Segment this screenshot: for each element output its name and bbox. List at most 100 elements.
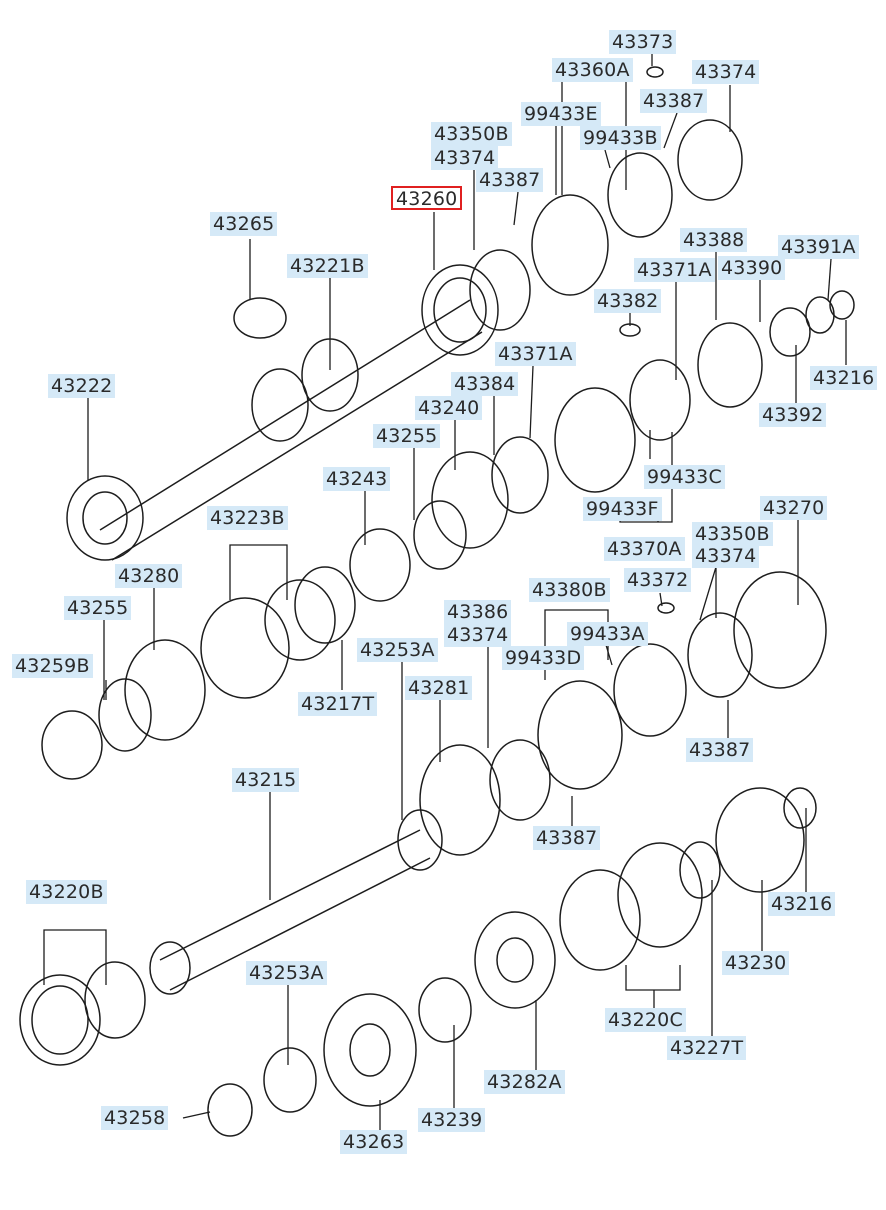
part-label-99433C[interactable]: 99433C (644, 465, 725, 489)
part-label-43387[interactable]: 43387 (686, 738, 754, 762)
part-label-43391A[interactable]: 43391A (778, 235, 859, 259)
gear-43280 (124, 639, 206, 741)
part-label-43220C[interactable]: 43220C (605, 1008, 686, 1032)
part-label-43350B[interactable]: 43350B (431, 122, 512, 146)
part-label-43220B[interactable]: 43220B (26, 880, 107, 904)
part-label-99433A[interactable]: 99433A (567, 622, 648, 646)
gear-43270 (733, 571, 827, 689)
part-label-43372[interactable]: 43372 (624, 568, 692, 592)
part-label-43216[interactable]: 43216 (768, 892, 836, 916)
part-label-43223B[interactable]: 43223B (207, 506, 288, 530)
synchro-ring-43374 (469, 249, 531, 331)
part-label-43373[interactable]: 43373 (609, 30, 677, 54)
sleeve-43360A (531, 194, 609, 296)
snap-ring-43227T (679, 841, 721, 899)
part-label-43360A[interactable]: 43360A (552, 58, 633, 82)
part-label-43215[interactable]: 43215 (232, 768, 300, 792)
gear-43374-top (677, 119, 743, 201)
part-label-43387[interactable]: 43387 (640, 89, 708, 113)
part-label-43253A[interactable]: 43253A (246, 961, 327, 985)
hub-43350B (607, 152, 673, 238)
gear-43240 (431, 451, 509, 549)
bushing-43258 (207, 1083, 253, 1137)
bearing-43255 (413, 500, 467, 570)
nut-43216-lower (783, 787, 817, 829)
gear-43388 (697, 322, 763, 408)
key-43372 (657, 602, 675, 614)
part-label-43392[interactable]: 43392 (759, 403, 827, 427)
part-label-43227T[interactable]: 43227T (667, 1036, 747, 1060)
needle-bearing-43265 (233, 297, 287, 339)
part-label-43280[interactable]: 43280 (115, 564, 183, 588)
lower-shaft-43215 (159, 829, 431, 991)
gear-43230 (715, 787, 805, 893)
part-label-43370A[interactable]: 43370A (604, 537, 685, 561)
part-sketches (19, 66, 855, 1137)
part-label-99433B[interactable]: 99433B (580, 126, 661, 150)
race-43223B (200, 597, 290, 699)
gear-43260 (421, 264, 499, 356)
part-label-43281[interactable]: 43281 (405, 676, 473, 700)
upper-shaft (99, 299, 483, 561)
part-label-43382[interactable]: 43382 (594, 289, 662, 313)
part-label-43259B[interactable]: 43259B (12, 654, 93, 678)
part-label-43386[interactable]: 43386 (444, 600, 512, 624)
part-label-43380B[interactable]: 43380B (529, 578, 610, 602)
part-label-43350B[interactable]: 43350B (692, 522, 773, 546)
sleeve-99433D (537, 680, 623, 790)
part-label-43388[interactable]: 43388 (680, 228, 748, 252)
part-label-43374[interactable]: 43374 (431, 146, 499, 170)
part-label-43282A[interactable]: 43282A (484, 1070, 565, 1094)
race-43220C (617, 842, 703, 948)
part-label-43371A[interactable]: 43371A (495, 342, 576, 366)
nut-43216 (829, 290, 855, 320)
bearing-43222 (66, 475, 144, 561)
part-label-43387[interactable]: 43387 (476, 168, 544, 192)
hub-43380B (613, 643, 687, 737)
part-label-43374[interactable]: 43374 (444, 623, 512, 647)
part-label-43230[interactable]: 43230 (722, 951, 790, 975)
part-label-99433E[interactable]: 99433E (521, 102, 601, 126)
part-label-43253A[interactable]: 43253A (357, 638, 438, 662)
spacer-43243 (349, 528, 411, 602)
bearing-43253A-lower (263, 1047, 317, 1113)
gear-43281 (419, 744, 501, 856)
part-label-43243[interactable]: 43243 (323, 467, 391, 491)
sleeve-99433F (554, 387, 636, 493)
part-label-43374[interactable]: 43374 (692, 544, 760, 568)
part-label-43387[interactable]: 43387 (533, 826, 601, 850)
spacer-43239 (418, 977, 472, 1043)
gear-43282A (474, 911, 556, 1009)
part-label-43216[interactable]: 43216 (810, 366, 878, 390)
part-label-43222[interactable]: 43222 (48, 374, 116, 398)
race-43220B (19, 974, 101, 1066)
part-label-43260-selected[interactable]: 43260 (391, 186, 463, 210)
part-label-43239[interactable]: 43239 (418, 1108, 486, 1132)
ring-43384 (491, 436, 549, 514)
part-label-43240[interactable]: 43240 (415, 396, 483, 420)
part-label-43384[interactable]: 43384 (451, 372, 519, 396)
part-label-99433F[interactable]: 99433F (583, 497, 662, 521)
part-label-43217T[interactable]: 43217T (298, 692, 378, 716)
part-label-43265[interactable]: 43265 (210, 212, 278, 236)
leader-lines (43, 54, 847, 1130)
hub-43370A (629, 359, 691, 441)
part-label-43371A[interactable]: 43371A (634, 258, 715, 282)
part-label-43263[interactable]: 43263 (340, 1130, 408, 1154)
gear-43221B (251, 368, 309, 442)
part-label-43221B[interactable]: 43221B (287, 254, 368, 278)
ring-43374-mid (687, 612, 753, 698)
part-label-43255[interactable]: 43255 (64, 596, 132, 620)
part-label-43255[interactable]: 43255 (373, 424, 441, 448)
part-label-99433D[interactable]: 99433D (502, 646, 585, 670)
part-label-43270[interactable]: 43270 (760, 496, 828, 520)
part-label-43374[interactable]: 43374 (692, 60, 760, 84)
part-label-43258[interactable]: 43258 (101, 1106, 169, 1130)
ring-43374-lower (489, 739, 551, 821)
bearing-43253A (397, 809, 443, 871)
part-label-43390[interactable]: 43390 (718, 256, 786, 280)
bearing-43255-lower (98, 678, 152, 752)
gear-43263 (323, 993, 417, 1107)
